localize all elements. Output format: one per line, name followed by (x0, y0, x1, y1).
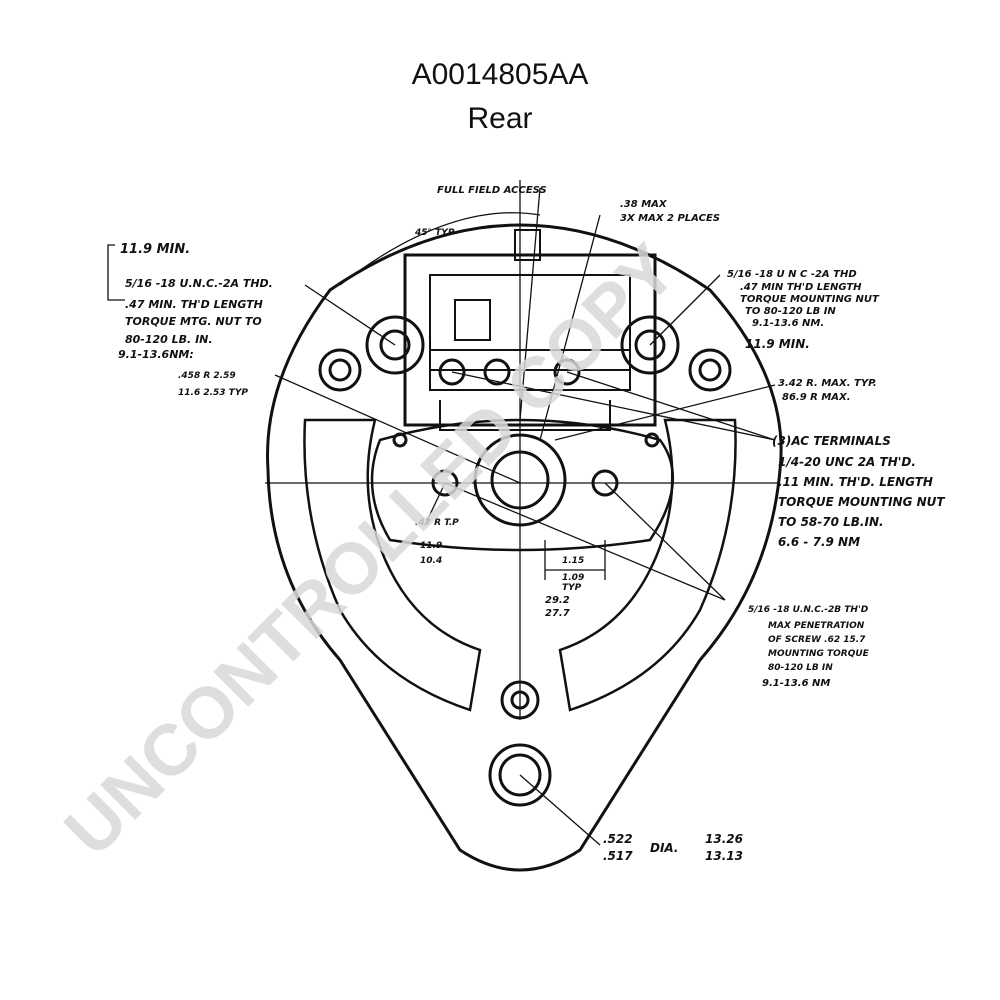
left-ear-hole (328, 358, 352, 382)
note-dim-109: 1.09 (562, 573, 584, 583)
note-ac-2: 1/4-20 UNC 2A TH'D. (778, 455, 916, 469)
note-ac-5: TO 58-70 LB.IN. (778, 515, 884, 529)
note-screw-1: 5/16 -18 U.N.C.-2B TH'D (748, 605, 869, 615)
note-right-thread-2: .47 MIN TH'D LENGTH (740, 282, 862, 293)
note-dim-292: 29.2 (545, 595, 570, 606)
regulator-lower (439, 400, 611, 431)
ac-terminal-1 (438, 358, 466, 386)
note-right-thread-4: TO 80-120 LB IN (745, 306, 836, 317)
note-right-thread-5: 9.1-13.6 NM. (752, 318, 824, 329)
left-vent-slot (303, 418, 482, 712)
note-right-thread-3: TORQUE MOUNTING NUT (740, 294, 880, 305)
hub-plate (370, 418, 675, 552)
note-left-thread-1: 5/16 -18 U.N.C.-2A THD. (125, 277, 273, 290)
note-angle-45: 45° TYP (414, 228, 455, 238)
leader-ac-1 (451, 371, 776, 441)
note-screw-2: MAX PENETRATION (768, 621, 865, 631)
right-vent-slot (558, 418, 737, 712)
note-top-right-2: 3X MAX 2 PLACES (620, 213, 720, 224)
note-screw-6: 9.1-13.6 NM (762, 678, 830, 689)
note-ac-1: (3)AC TERMINALS (772, 434, 891, 448)
part-number-title: A0014805AA (411, 58, 589, 91)
ac-terminal-2 (483, 358, 511, 386)
note-center-2: 11.9 (420, 541, 442, 551)
leader-screw-2 (604, 482, 726, 601)
note-screw-3: OF SCREW .62 15.7 (768, 635, 866, 645)
note-right-119: 11.9 MIN. (745, 337, 810, 351)
left-mount-hole (379, 329, 411, 361)
right-mount-boss (620, 315, 680, 375)
leader-top-right (539, 214, 601, 441)
note-dia-3: 13.26 (705, 832, 743, 846)
small-hole-left (392, 432, 408, 448)
note-dim-277: 27.7 (545, 608, 570, 619)
view-title: Rear (467, 102, 533, 135)
note-screw-5: 80-120 LB IN (768, 663, 833, 673)
note-dim-typ: TYP (562, 583, 582, 593)
angle-arc (339, 212, 541, 286)
note-center-1: .47 R T.P (415, 518, 459, 528)
note-dia-label: DIA. (650, 841, 679, 855)
note-radius-left-2: 11.6 2.53 TYP (178, 388, 248, 398)
regulator-window (454, 299, 491, 341)
leader-screw-1 (444, 482, 726, 601)
note-screw-4: MOUNTING TORQUE (768, 649, 870, 659)
right-ear-boss (688, 348, 732, 392)
note-top-right-1: .38 MAX (620, 199, 668, 210)
leader-left-radius (274, 374, 521, 484)
note-radius-left: .458 R 2.59 (178, 371, 236, 381)
regulator-inner (429, 274, 631, 371)
left-ear-boss (318, 348, 362, 392)
leader-ac-2 (566, 371, 776, 441)
note-dia-2: .517 (603, 849, 633, 863)
pivot-hole (498, 753, 542, 797)
note-dim-115: 1.15 (562, 556, 584, 566)
right-ear-hole (698, 358, 722, 382)
field-stud (514, 229, 541, 261)
note-radius-max-1: 3.42 R. MAX. TYP. (778, 378, 877, 389)
bracket-left (107, 244, 125, 301)
note-left-119: 11.9 MIN. (120, 242, 190, 257)
pivot-boss (488, 743, 552, 807)
terminal-strip (429, 349, 631, 391)
note-ac-3: .11 MIN. TH'D. LENGTH (778, 475, 933, 489)
note-left-thread-4: 80-120 LB. IN. (125, 333, 213, 346)
leader-dia (519, 774, 601, 846)
leader-full-field (519, 187, 541, 421)
ac-terminal-3 (553, 358, 581, 386)
leader-center (424, 482, 446, 526)
note-left-thread-3: TORQUE MTG. NUT TO (125, 315, 262, 328)
note-center-3: 10.4 (420, 556, 442, 566)
small-hole-right (644, 432, 660, 448)
right-mount-hole (634, 329, 666, 361)
note-left-thread-5: 9.1-13.6NM: (118, 348, 194, 361)
note-ac-6: 6.6 - 7.9 NM (778, 535, 860, 549)
leader-right-thread (649, 274, 721, 346)
note-right-thread-1: 5/16 -18 U N C -2A THD (727, 269, 857, 280)
leader-left-thread (304, 284, 396, 346)
note-left-thread-2: .47 MIN. TH'D LENGTH (125, 298, 263, 311)
housing-outline (266, 223, 783, 872)
note-ac-4: TORQUE MOUNTING NUT (778, 495, 945, 509)
left-mount-boss (365, 315, 425, 375)
note-radius-max-2: 86.9 R MAX. (782, 392, 851, 403)
note-dia-1: .522 (603, 832, 633, 846)
note-full-field-access: FULL FIELD ACCESS (437, 185, 547, 196)
leader-radius-max (554, 384, 776, 441)
note-dia-4: 13.13 (705, 849, 743, 863)
